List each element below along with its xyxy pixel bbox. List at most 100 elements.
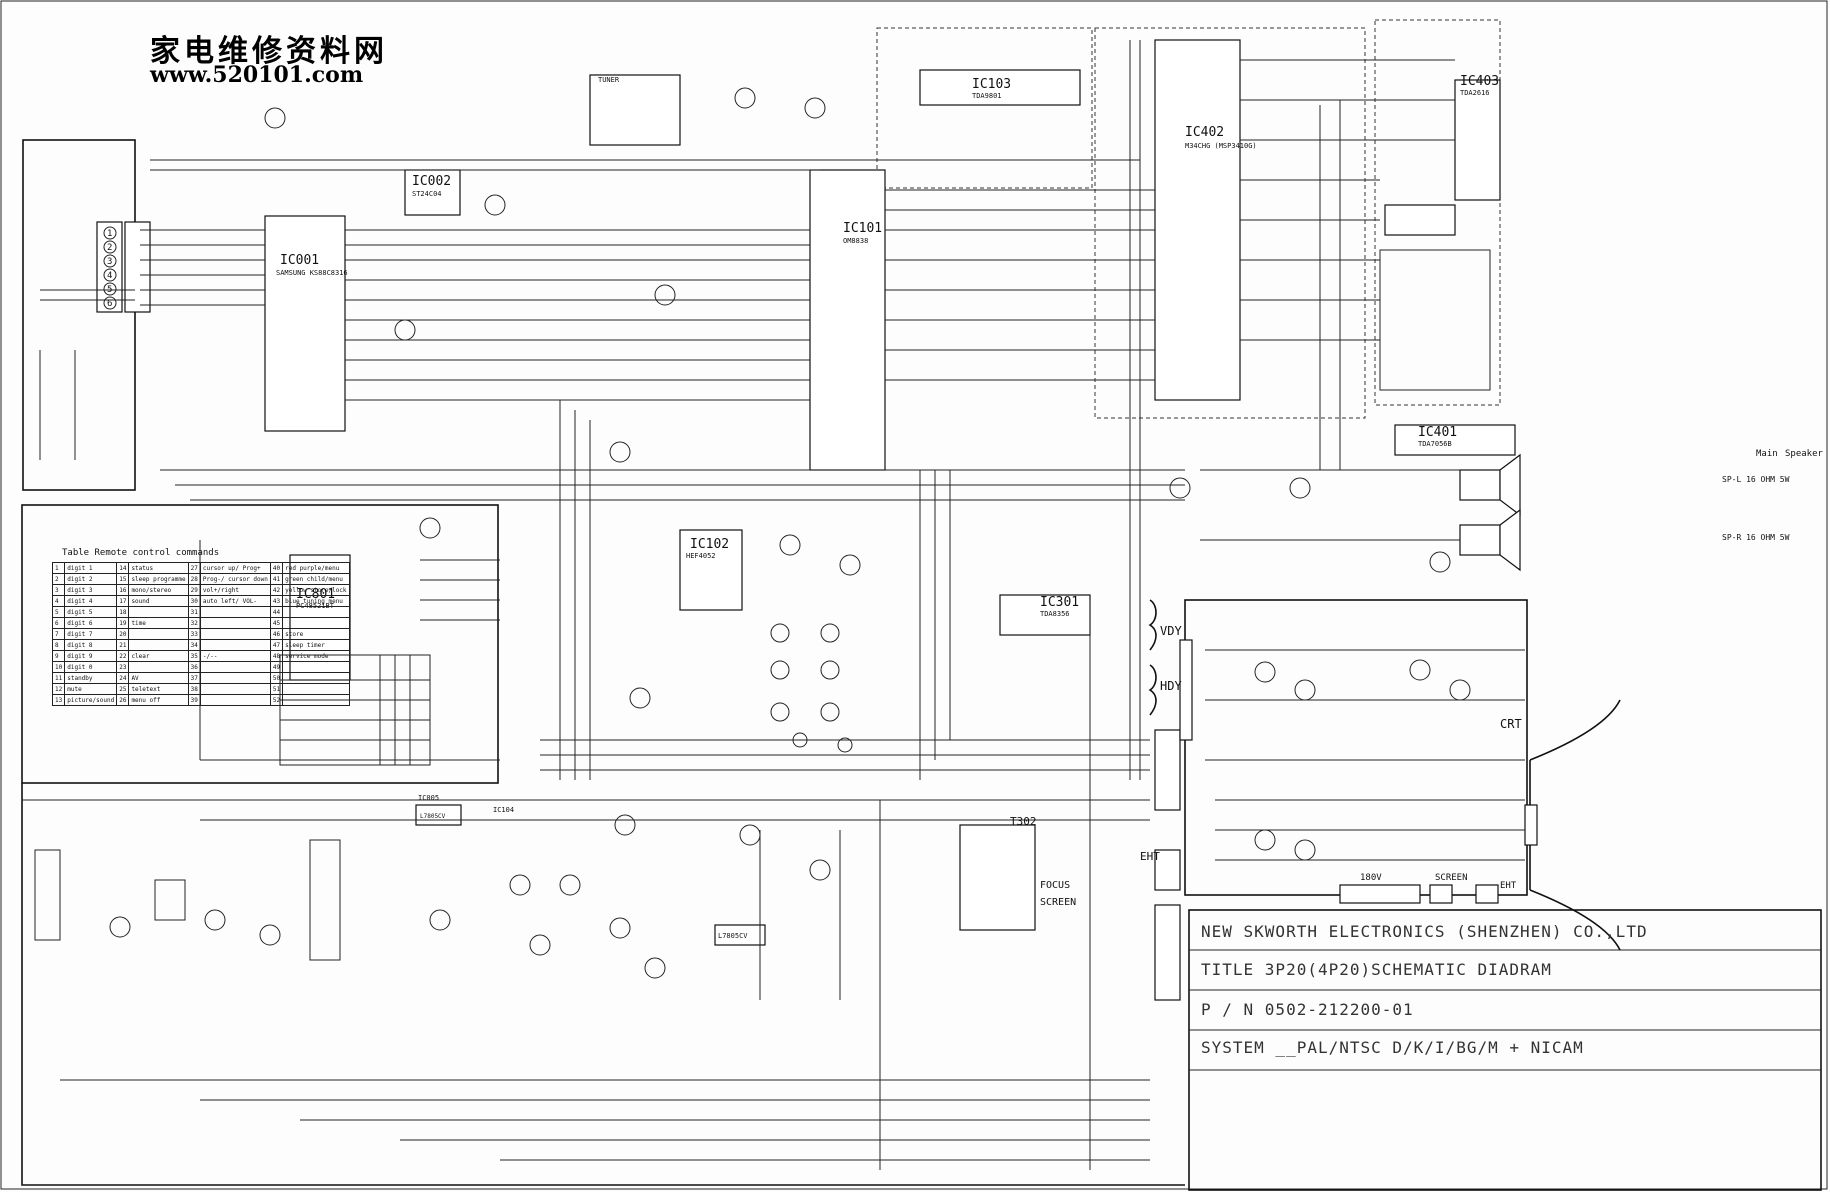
ic005-part: L7805CV [420, 813, 446, 820]
table-cell: sleep timer [282, 639, 350, 651]
pin-3: 3 [107, 257, 112, 267]
sp-r-label: SP-R 16 OHM 5W [1722, 533, 1790, 542]
ic005-ref: IC005 [418, 794, 439, 802]
table-cell: 18 [116, 606, 130, 618]
table-cell: cursor up/ Prog+ [199, 562, 271, 574]
ic402-part: M34CHG (MSP3410G) [1185, 142, 1257, 150]
table-cell: 32 [187, 617, 201, 629]
table-cell: 23 [116, 661, 130, 673]
table-cell [282, 661, 350, 673]
table-cell: auto left/ VOL- [199, 595, 271, 607]
table-cell: 27 [187, 562, 201, 574]
table-cell: digit 8 [64, 639, 118, 651]
table-cell: 10 [51, 661, 66, 673]
ic102-ref: IC102 [690, 537, 729, 552]
table-cell: 48 [269, 650, 284, 662]
table-cell: digit 3 [64, 584, 118, 596]
table-cell: 22 [116, 650, 130, 662]
table-cell: 46 [269, 628, 284, 640]
table-cell: 51 [269, 683, 284, 695]
title-drawing: TITLE 3P20(4P20)SCHEMATIC DIADRAM [1201, 960, 1552, 979]
table-cell: 24 [116, 672, 130, 684]
table-cell: 6 [51, 617, 66, 629]
table-cell: time [128, 617, 189, 629]
ic401-ref: IC401 [1418, 425, 1457, 440]
pin-5: 5 [107, 285, 112, 295]
table-cell [128, 639, 189, 651]
table-cell: 19 [116, 617, 130, 629]
eht-label: EHT [1140, 850, 1160, 863]
watermark-site-url: www.520101.com [150, 62, 364, 88]
table-cell: 41 [269, 573, 284, 585]
table-cell: 36 [187, 661, 201, 673]
table-cell [128, 606, 189, 618]
table-cell: 16 [116, 584, 130, 596]
screen-bottom-label: SCREEN [1435, 873, 1468, 883]
table-cell: digit 4 [64, 595, 118, 607]
table-cell: 49 [269, 661, 284, 673]
table-cell: 9 [51, 650, 66, 662]
ic104-ref: IC104 [493, 806, 514, 814]
ic001-ref: IC001 [280, 253, 319, 268]
table-cell: 4 [51, 595, 66, 607]
table-cell: 29 [187, 584, 201, 596]
table-cell [282, 683, 350, 695]
title-part-number: P / N 0502-212200-01 [1201, 1000, 1414, 1019]
ic301-ref: IC301 [1040, 595, 1079, 610]
table-cell: picture/sound [64, 694, 118, 706]
table-cell: standby [64, 672, 118, 684]
table-cell: 20 [116, 628, 130, 640]
table-cell: 30 [187, 595, 201, 607]
table-cell: 7 [51, 628, 66, 640]
table-cell: digit 9 [64, 650, 118, 662]
ic002-part: ST24C04 [412, 190, 442, 198]
focus-label: FOCUS [1040, 880, 1070, 891]
ic101-ref: IC101 [843, 221, 882, 236]
table-cell: 14 [116, 562, 130, 574]
table-cell: mono/stereo [128, 584, 189, 596]
ic001-part: SAMSUNG KS88C8316 [276, 269, 348, 277]
table-cell: 33 [187, 628, 201, 640]
table-cell: 38 [187, 683, 201, 695]
table-cell [282, 606, 350, 618]
table-cell: menu off [128, 694, 189, 706]
table-cell: 13 [51, 694, 66, 706]
table-cell: 25 [116, 683, 130, 695]
table-cell: 12 [51, 683, 66, 695]
ic401-part: TDA7056B [1418, 440, 1452, 448]
table-cell: yellow store/lock [282, 584, 350, 596]
table-cell: teletext [128, 683, 189, 695]
table-cell [128, 628, 189, 640]
table-cell: green child/menu [282, 573, 350, 585]
table-cell: 52 [269, 694, 284, 706]
table-cell: sleep programme [128, 573, 189, 585]
ic403-part: TDA2616 [1460, 89, 1490, 97]
sp-l-label: SP-L 16 OHM 5W [1722, 475, 1790, 484]
table-cell: 28 [187, 573, 201, 585]
title-system: SYSTEM __PAL/NTSC D/K/I/BG/M + NICAM [1201, 1038, 1584, 1057]
table-cell: 17 [116, 595, 130, 607]
table-cell: 26 [116, 694, 130, 706]
table-cell: 31 [187, 606, 201, 618]
speaker-label: Speaker [1785, 449, 1824, 459]
eht-bottom-label: EHT [1500, 881, 1517, 891]
pin-1: 1 [107, 229, 112, 239]
table-cell [199, 683, 271, 695]
table-cell: red purple/menu [282, 562, 350, 574]
table-cell: mute [64, 683, 118, 695]
table-cell: digit 5 [64, 606, 118, 618]
table-cell: digit 1 [64, 562, 118, 574]
table-cell: 11 [51, 672, 66, 684]
table-cell: 47 [269, 639, 284, 651]
connector-cn001 [96, 221, 151, 313]
watermark-site-name: 家电维修资料网 [150, 34, 388, 69]
remote-table-title: Table Remote control commands [62, 548, 220, 558]
